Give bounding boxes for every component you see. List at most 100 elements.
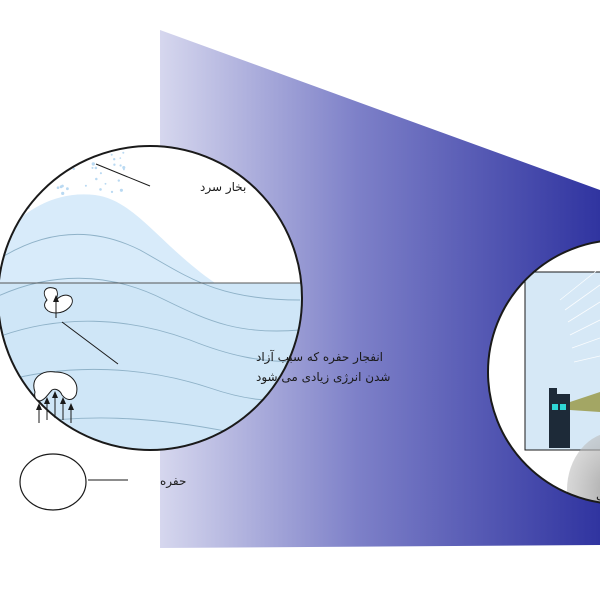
vapor-dot xyxy=(14,207,18,211)
vapor-dot xyxy=(36,169,40,172)
vapor-dot xyxy=(59,146,62,149)
vapor-dot xyxy=(34,157,39,161)
vapor-dot xyxy=(9,162,13,166)
vapor-dot xyxy=(72,167,75,171)
vapor-dot xyxy=(56,169,59,173)
vapor-dot xyxy=(93,143,96,146)
vapor-dot xyxy=(53,131,56,134)
vapor-dot xyxy=(86,139,88,141)
vapor-dot xyxy=(30,167,34,170)
vapor-dot xyxy=(11,160,14,163)
vapor-dot xyxy=(12,176,15,179)
vapor-dot xyxy=(14,163,18,167)
vapor-dot xyxy=(9,193,13,197)
water-jet xyxy=(570,392,600,412)
vapor-dot xyxy=(60,151,63,154)
vapor-dot xyxy=(122,165,126,170)
vapor-dot xyxy=(110,190,114,194)
vapor-dot xyxy=(18,151,21,154)
vapor-dot xyxy=(59,185,63,189)
partial-right-label: ک xyxy=(596,489,600,503)
vapor-dot xyxy=(18,147,22,150)
vapor-dot xyxy=(119,157,122,159)
vapor-dot xyxy=(77,147,81,151)
vapor-dot xyxy=(19,140,21,142)
vapor-dot xyxy=(94,152,97,155)
vapor-dot xyxy=(65,187,69,191)
vapor-dot xyxy=(44,119,47,122)
collapsing-bubble xyxy=(43,287,73,318)
explosion-leader-line xyxy=(61,321,119,365)
vapor-dot xyxy=(119,142,121,144)
vapor-dot xyxy=(50,122,53,125)
vapor-dot xyxy=(99,172,102,175)
vapor-dot xyxy=(56,155,60,159)
vapor-dot xyxy=(22,168,26,173)
vapor-dot xyxy=(65,150,69,154)
vapor-dot xyxy=(65,160,68,163)
vapor-dot xyxy=(18,136,21,139)
vapor-dot xyxy=(21,172,24,175)
vapor-dot xyxy=(122,168,125,171)
vapor-dot xyxy=(76,127,79,130)
vapor-dot xyxy=(95,177,98,181)
vapor-dot xyxy=(91,162,95,166)
vapor-dot xyxy=(104,182,107,185)
vapor-dot xyxy=(61,191,65,195)
vapor-dot xyxy=(97,146,101,147)
vapor-dot xyxy=(112,125,114,127)
vapor-dot xyxy=(56,186,60,190)
vapor-dot xyxy=(84,123,87,126)
vapor-dot xyxy=(36,187,38,190)
explosion-label-line1: انفجار حفره که سبب آزاد xyxy=(256,349,383,365)
vapor-dot xyxy=(94,166,98,170)
vapor-dot xyxy=(110,153,113,156)
vapor-dot xyxy=(39,176,43,180)
vapor-dot xyxy=(47,160,50,163)
vapor-dot xyxy=(34,165,37,168)
vapor-dot xyxy=(24,148,27,150)
vapor-dot xyxy=(59,122,62,125)
vapor-dot xyxy=(18,207,21,210)
vapor-dot xyxy=(84,184,87,187)
magnifier-beam xyxy=(160,30,600,548)
vapor-dot xyxy=(122,151,125,154)
vapor-dot xyxy=(56,139,59,142)
zoom-circle-large: بخار سرد انفجار حفره که سبب آزاد شدن انر… xyxy=(0,119,390,511)
vapor-leader-line xyxy=(95,163,151,187)
vapor-dot xyxy=(65,122,67,124)
vapor-dot xyxy=(81,124,83,126)
vapor-dot xyxy=(23,191,27,195)
vapor-dot xyxy=(84,128,86,130)
vapor-dot xyxy=(40,146,43,147)
vapor-dot xyxy=(119,164,122,167)
vapor-dot xyxy=(33,165,37,169)
vapor-dot xyxy=(59,123,62,126)
vapor-dot xyxy=(99,188,102,191)
vapor-dot xyxy=(22,164,26,168)
vapor-dot xyxy=(65,135,68,138)
imploding-bubble xyxy=(33,371,78,423)
cavity-bubble xyxy=(19,453,87,511)
vapor-dot xyxy=(26,189,30,193)
vapor-dot xyxy=(104,131,106,133)
vapor-dot xyxy=(22,204,26,208)
vapor-dot xyxy=(66,121,68,123)
vapor-dot xyxy=(48,135,51,138)
vapor-dot xyxy=(113,158,116,161)
vapor-dot xyxy=(117,179,120,182)
vapor-dot xyxy=(112,138,114,140)
snapping-shrimp-claw xyxy=(549,388,570,448)
vapor-dot xyxy=(113,163,116,166)
zoom-circle-small: ک xyxy=(487,240,600,504)
vapor-dot xyxy=(73,155,76,157)
vapor-dot xyxy=(62,126,65,129)
vapor-dot xyxy=(72,143,74,145)
vapor-dot xyxy=(17,203,21,206)
vapor-dot xyxy=(87,130,89,132)
vapor-dot xyxy=(70,142,72,144)
cavity-label: حفره xyxy=(160,474,186,489)
vapor-dot xyxy=(105,130,107,132)
vapor-dot xyxy=(91,166,94,169)
